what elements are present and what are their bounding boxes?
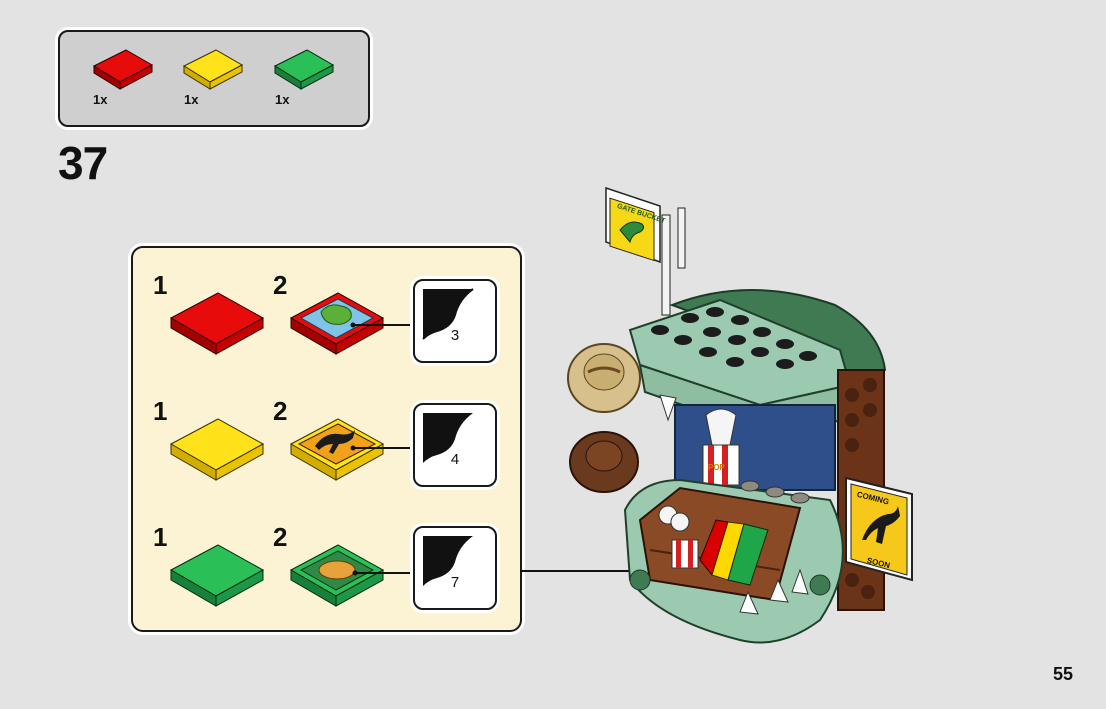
sticker-sheet-icon [423,536,473,586]
dino-teeth-bottom [739,568,809,615]
row2-step-2-label: 2 [273,396,288,426]
yellow-tile-qty: 1x [184,92,199,107]
sticker-sheet-icon [423,413,473,463]
decal-number-3: 3 [450,327,460,344]
row3-step-2-label: 2 [273,522,288,552]
flag-pole [661,214,671,316]
row2-step-1-label: 1 [153,396,168,426]
step-number: 37 [58,137,108,189]
sub-assembly-drawings [169,292,413,607]
red-tile-qty: 1x [93,92,108,107]
sticker-sheet-icon [422,288,474,340]
popcorn-label: POP [708,463,726,472]
sub-assembly-panel: 1 2 1 2 1 2 [131,246,522,632]
row1-map-decal-tile-icon [289,292,385,355]
row3-step-1-label: 1 [153,522,168,552]
decal-card-7: 7 [413,526,497,610]
decal-card-3: 3 [413,279,497,363]
green-tile-icon [273,49,335,90]
kiosk-back-wall [674,404,836,491]
dino-silhouette-icon [862,506,900,544]
row1-step-2-label: 2 [273,270,288,300]
row3-green-tile-icon [169,544,265,607]
red-tile-icon [92,49,154,90]
row1-step-1-label: 1 [153,270,168,300]
roof-studs [651,307,817,369]
parts-list-tiles [92,49,335,90]
decal-number-7: 7 [450,574,460,591]
pillar-studs [845,378,877,599]
counter-studs [740,480,810,504]
row3-amber-decal-tile-icon [289,544,385,607]
stacked-decal-tiles [699,519,769,586]
yellow-tile-icon [182,49,244,90]
page-number: 55 [1053,664,1074,684]
row1-red-tile-icon [169,292,265,355]
fedora-hat-icon [569,431,639,493]
explorer-hat-icon [567,343,641,413]
ice-cream-icon [705,408,737,446]
flag-sign: GATE BUCKET [605,186,667,264]
decal-card-4: 4 [413,403,497,487]
decal-number-4: 4 [450,451,460,468]
coming-soon-sign: COMING SOON [845,476,913,582]
row2-yellow-tile-icon [169,418,265,481]
row2-dino-decal-tile-icon [289,418,385,481]
parts-list-box: 1x 1x 1x [58,30,370,127]
green-tile-qty: 1x [275,92,290,107]
